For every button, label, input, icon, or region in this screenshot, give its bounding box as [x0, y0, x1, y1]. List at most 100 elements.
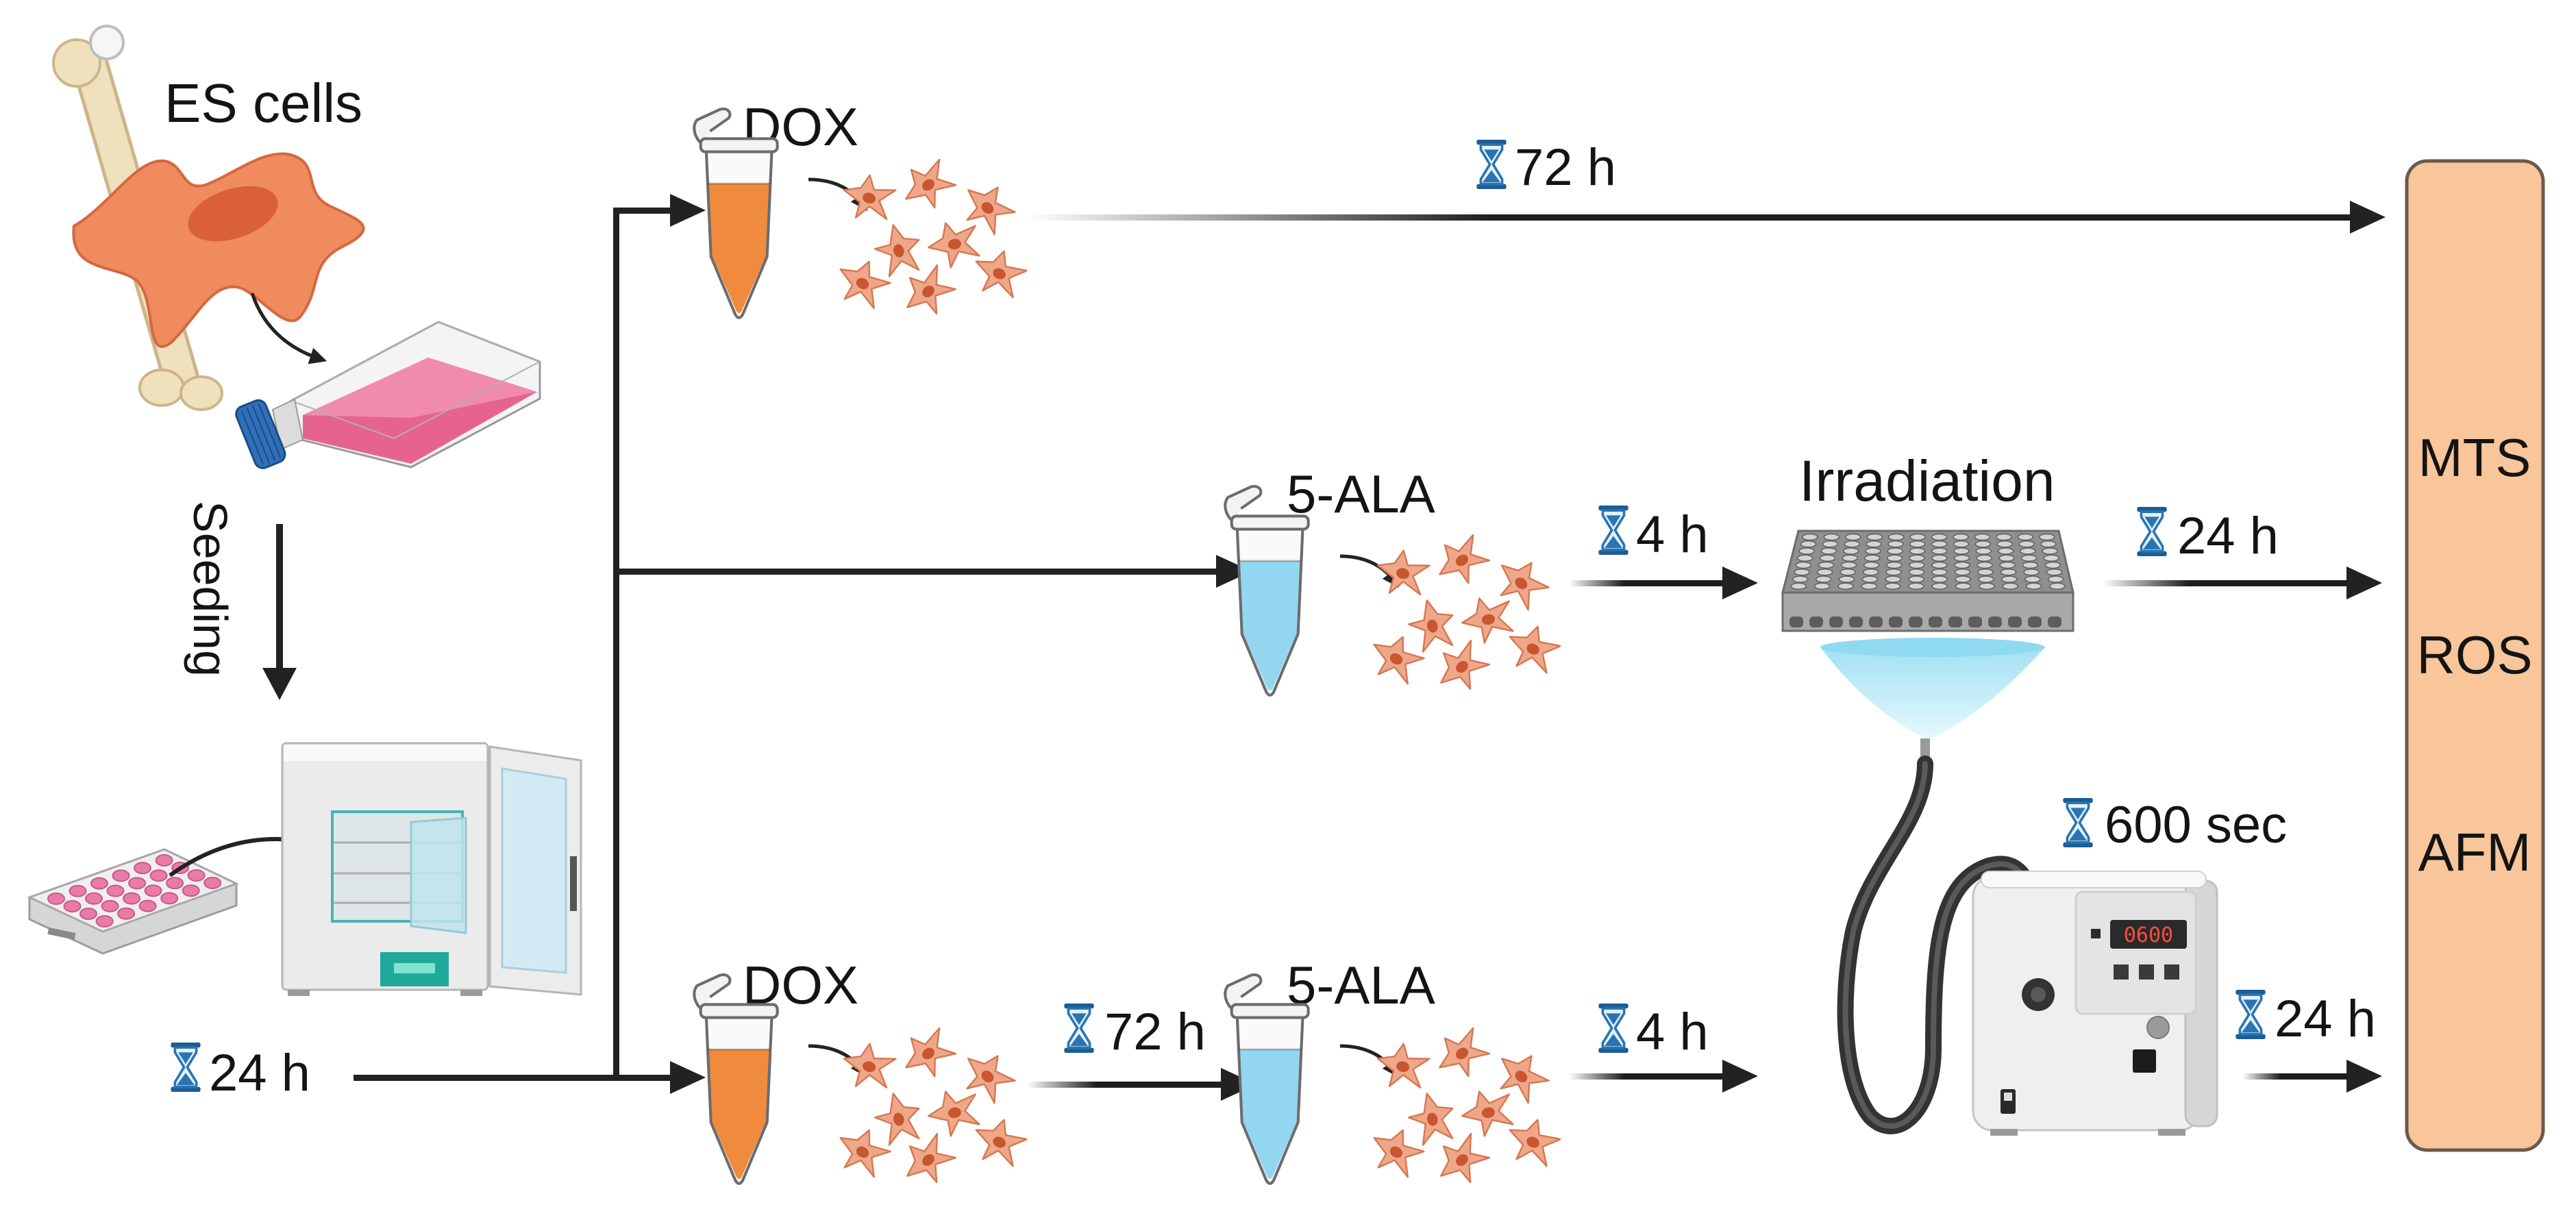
plate-well [1823, 533, 1840, 541]
culture-flask-icon-part [235, 399, 286, 469]
plate-well [2000, 569, 2017, 576]
branch-connector-part [354, 1075, 617, 1081]
plate-skirt-bump [2028, 616, 2042, 627]
plate-well [1790, 582, 1807, 590]
assay-box [2405, 159, 2545, 1152]
plate-well [2023, 569, 2040, 576]
plate-well [1886, 554, 1903, 562]
plate-well [2001, 575, 2018, 583]
middle-ala-label: 5-ALA [1287, 464, 1435, 524]
plate-well [1931, 569, 1948, 576]
culture-well [160, 892, 179, 905]
plate-well [2018, 540, 2035, 548]
plate-well [1978, 575, 1994, 583]
irradiation-duration-label: 600 sec [2105, 796, 2287, 854]
hourglass-icon [2234, 990, 2267, 1039]
branch-connector [354, 194, 1252, 1094]
branch-connector-part [1216, 555, 1252, 588]
middle-incubation-time-label: 4 h [1636, 506, 1709, 564]
plate-well [1908, 575, 1924, 583]
arrow-top-to-assays-part [2350, 201, 2386, 234]
incubator-icon [281, 742, 582, 996]
incubator-icon-part [410, 817, 467, 934]
plate-well [1909, 533, 1926, 541]
ala-tube-icon [1225, 486, 1308, 695]
hourglass-icon [2135, 507, 2168, 556]
assay-label-mts: MTS [2418, 427, 2531, 488]
bottom-ala-time-label: 4 h [1636, 1003, 1709, 1061]
seeding-label: Seeding [184, 501, 237, 677]
branch-connector-part [613, 1075, 671, 1081]
plate-well [1931, 582, 1948, 590]
plate-well [1887, 540, 1904, 548]
culture-flask-icon-part-part [258, 403, 282, 458]
plate-well [1908, 569, 1925, 576]
plate-well [1979, 582, 1995, 590]
plate-well [1976, 554, 1992, 562]
branch-connector-part [670, 194, 706, 227]
arrow-cells-to-device-part [1569, 1073, 1726, 1080]
plate-well [2017, 533, 2034, 541]
bottom-ala-label: 5-ALA [1287, 955, 1435, 1015]
assay-label-ros: ROS [2416, 625, 2532, 685]
culture-well [47, 893, 65, 905]
hourglass-icon [169, 1043, 202, 1092]
plate-well [1884, 582, 1901, 590]
plate-skirt-bump [1809, 616, 1823, 627]
light-device-icon-part [2031, 987, 2046, 1002]
light-device-icon-part [2139, 964, 2154, 980]
light-source-icon-part [1842, 761, 2041, 1129]
plate-well [1800, 540, 1817, 548]
branch-connector-part [613, 569, 1217, 575]
arrow-device-to-assays-part [2242, 1073, 2352, 1080]
plate-well [1886, 561, 1903, 569]
plate-well [1864, 554, 1881, 562]
plate-skirt-bump [1869, 616, 1883, 627]
plate-skirt-bump [1889, 616, 1903, 627]
plate-skirt-bump [2048, 616, 2061, 627]
culture-well [79, 908, 97, 920]
hourglass-icon [1475, 140, 1508, 189]
incubator-icon-part [501, 767, 567, 974]
culture-flask-icon-part-part [240, 410, 264, 465]
cell-cluster-icon [1362, 1021, 1563, 1194]
branch-connector-part [670, 1061, 706, 1094]
bone-icon-part [52, 38, 101, 88]
bone-icon-part [138, 369, 185, 407]
plate-skirt [1789, 616, 2061, 627]
plate-well [1908, 582, 1924, 590]
light-device-icon-part [1981, 871, 2207, 888]
light-source-icon-part [1820, 638, 2045, 657]
light-device-icon-part [2091, 929, 2101, 938]
plate-well [2040, 540, 2057, 548]
plate-well [1954, 569, 1971, 576]
plate-well [1931, 554, 1948, 562]
branch-connector-part [613, 208, 671, 214]
plate-well [1885, 569, 1902, 576]
bottom-dox-time-label: 72 h [1104, 1003, 1206, 1061]
hourglass-icon [1597, 1004, 1630, 1053]
culture-well [134, 862, 151, 875]
plate-skirt-bump [1929, 616, 1942, 627]
arrow-top-to-assays-part [1027, 214, 2353, 221]
plate-skirt-bump [1948, 616, 1962, 627]
arrow-seeding-part [276, 524, 283, 671]
culture-well [149, 869, 168, 882]
culture-well [123, 892, 141, 905]
culture-well [166, 877, 184, 890]
plate-well [2047, 575, 2064, 583]
plate-well [1885, 575, 1902, 583]
plate-well [1909, 554, 1925, 562]
culture-well [106, 884, 125, 897]
culture-well [203, 877, 222, 889]
arrow-dox-to-ala-part [1027, 1082, 1226, 1088]
hourglass-icon [2061, 798, 2094, 847]
culture-well [101, 899, 119, 912]
cell-cluster-icon [828, 153, 1030, 325]
plate-skirt-bump [1988, 616, 2002, 627]
incubator-icon-part [284, 745, 486, 761]
arrow-cells-to-device [1569, 1060, 1758, 1093]
plate-well [2024, 575, 2041, 583]
light-device-icon-part [2114, 964, 2129, 980]
